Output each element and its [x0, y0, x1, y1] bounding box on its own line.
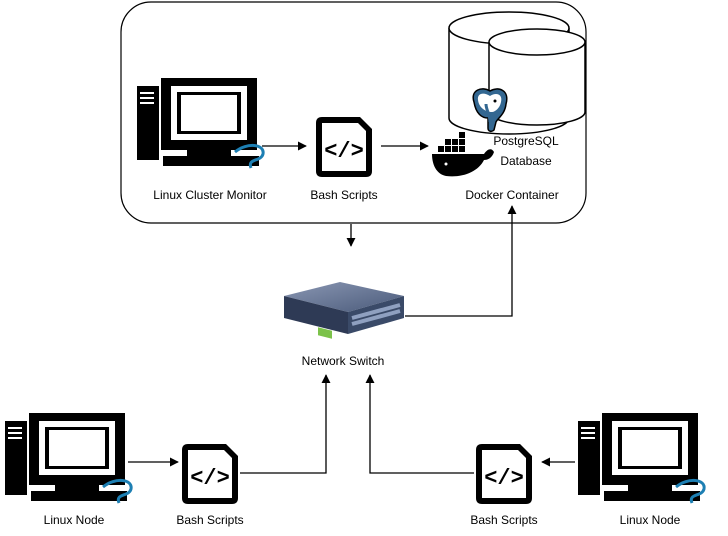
label-docker-container: Docker Container [465, 188, 559, 202]
label-linux-node-right: Linux Node [619, 513, 681, 527]
label-bash-scripts-left: Bash Scripts [176, 513, 244, 527]
edge-switch-to-docker [405, 205, 517, 317]
postgresql-elephant-icon [472, 88, 508, 133]
label-bash-scripts-right: Bash Scripts [470, 513, 538, 527]
docker-whale-icon [432, 132, 494, 177]
label-database: Database [500, 154, 552, 168]
network-switch-icon [284, 282, 404, 339]
label-linux-cluster-monitor: Linux Cluster Monitor [153, 188, 267, 202]
label-postgresql: PostgreSQL [493, 134, 559, 148]
edges [128, 141, 575, 474]
label-linux-node-left: Linux Node [43, 513, 105, 527]
database-cylinder-icon [448, 11, 586, 135]
bash-scripts-top-icon [316, 117, 372, 177]
bash-scripts-right-icon [476, 444, 532, 504]
label-network-switch: Network Switch [301, 354, 385, 368]
linux-node-left-computer-icon [3, 411, 133, 505]
edge-right-bash-to-switch [365, 374, 474, 474]
edge-left-bash-to-switch [240, 374, 331, 474]
bash-scripts-left-icon [182, 444, 238, 504]
linux-node-right-computer-icon [576, 411, 706, 505]
label-bash-scripts-top: Bash Scripts [310, 188, 378, 202]
